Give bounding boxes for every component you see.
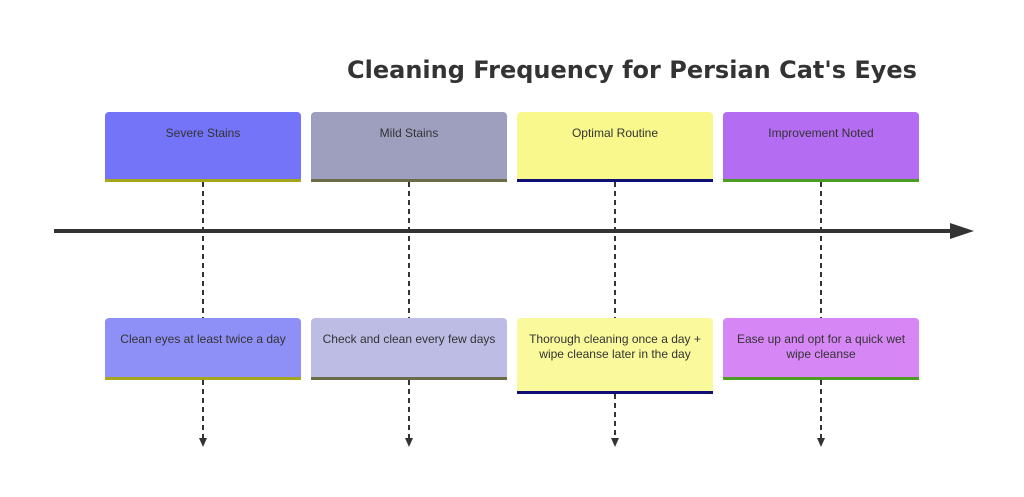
timeline-arrowhead (950, 223, 974, 239)
event-text: Thorough cleaning once a day + wipe clea… (529, 332, 701, 361)
section-box-optimal-routine: Optimal Routine (517, 112, 713, 182)
event-box-improvement-noted: Ease up and opt for a quick wet wipe cle… (723, 318, 919, 380)
section-label: Optimal Routine (571, 126, 659, 140)
diagram-title-wrap: Cleaning Frequency for Persian Cat's Eye… (300, 56, 964, 84)
event-text: Clean eyes at least twice a day (120, 332, 286, 346)
event-box-optimal-routine: Thorough cleaning once a day + wipe clea… (517, 318, 713, 394)
section-box-mild-stains: Mild Stains (311, 112, 507, 182)
event-box-mild-stains: Check and clean every few days (311, 318, 507, 380)
event-text: Check and clean every few days (322, 332, 496, 346)
connector-arrowhead (405, 438, 413, 447)
event-text: Ease up and opt for a quick wet wipe cle… (736, 332, 906, 361)
event-box-severe-stains: Clean eyes at least twice a day (105, 318, 301, 380)
section-label: Improvement Noted (768, 126, 874, 140)
section-box-severe-stains: Severe Stains (105, 112, 301, 182)
section-box-improvement-noted: Improvement Noted (723, 112, 919, 182)
connector-arrowhead (817, 438, 825, 447)
diagram-title: Cleaning Frequency for Persian Cat's Eye… (347, 56, 917, 84)
connector-arrowhead (611, 438, 619, 447)
section-label: Severe Stains (165, 126, 241, 140)
connector-arrowhead (199, 438, 207, 447)
section-label: Mild Stains (379, 126, 439, 140)
